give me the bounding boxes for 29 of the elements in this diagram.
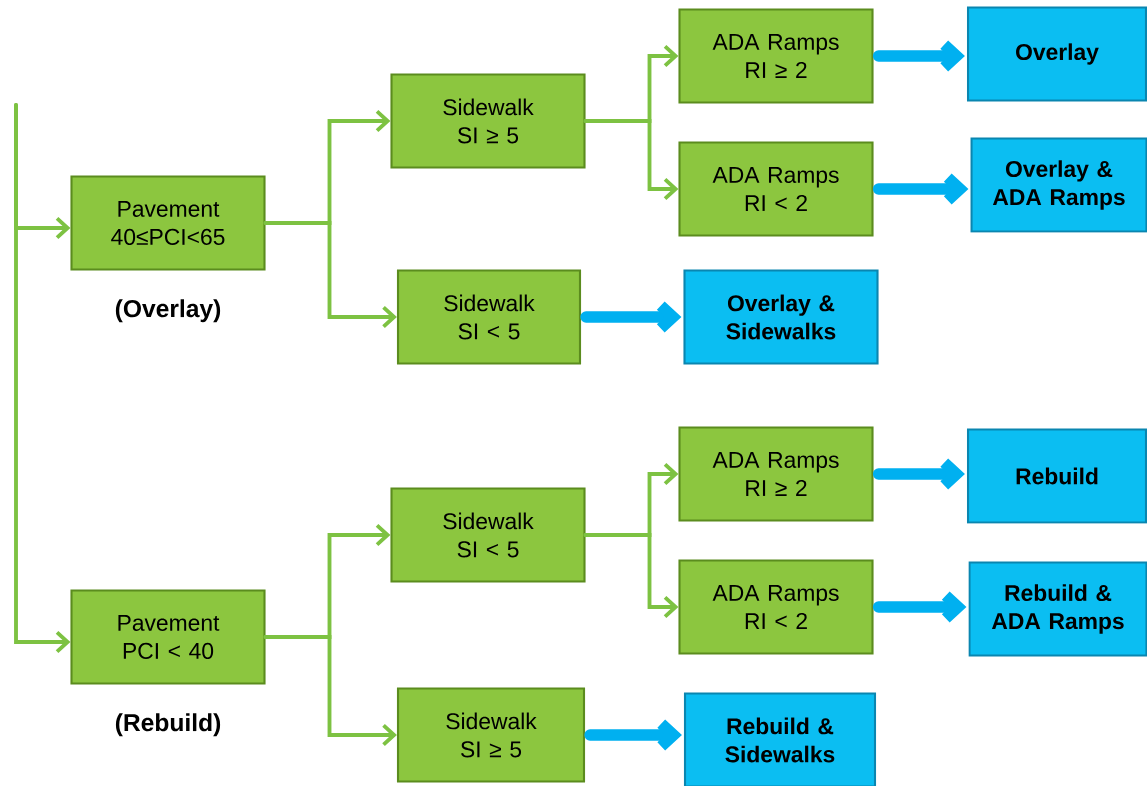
decision-box: ADA Ramps RI ≥ 2 [678, 426, 874, 522]
result-box: Rebuild & ADA Ramps [968, 561, 1147, 657]
arrow [872, 40, 965, 72]
arrow [872, 591, 967, 623]
result-box: Rebuild & Sidewalks [683, 692, 877, 786]
box-caption: (Overlay) [115, 299, 221, 323]
arrow [263, 635, 397, 747]
arrow [584, 719, 682, 751]
decision-box: Pavement 40≤PCI<65 [70, 175, 266, 271]
arrow [263, 221, 397, 329]
decision-box: Sidewalk SI < 5 [390, 487, 586, 583]
decision-box: Sidewalk SI ≥ 5 [390, 73, 586, 169]
result-box: Rebuild [966, 428, 1147, 524]
decision-box: ADA Ramps RI ≥ 2 [678, 8, 874, 104]
result-box: Overlay & Sidewalks [683, 269, 879, 365]
arrow [14, 103, 71, 654]
decision-box: Sidewalk SI < 5 [396, 269, 582, 365]
arrow [872, 458, 965, 490]
decision-box: ADA Ramps RI < 2 [678, 559, 874, 655]
decision-box: ADA Ramps RI < 2 [678, 141, 874, 237]
arrow [583, 119, 679, 201]
arrow [583, 533, 679, 619]
decision-box: Sidewalk SI ≥ 5 [396, 687, 586, 783]
arrow [580, 301, 682, 333]
arrow [872, 173, 969, 205]
result-box: Overlay [966, 6, 1147, 102]
decision-box: Pavement PCI < 40 [70, 589, 266, 685]
box-caption: (Rebuild) [115, 713, 221, 737]
result-box: Overlay & ADA Ramps [970, 137, 1147, 233]
